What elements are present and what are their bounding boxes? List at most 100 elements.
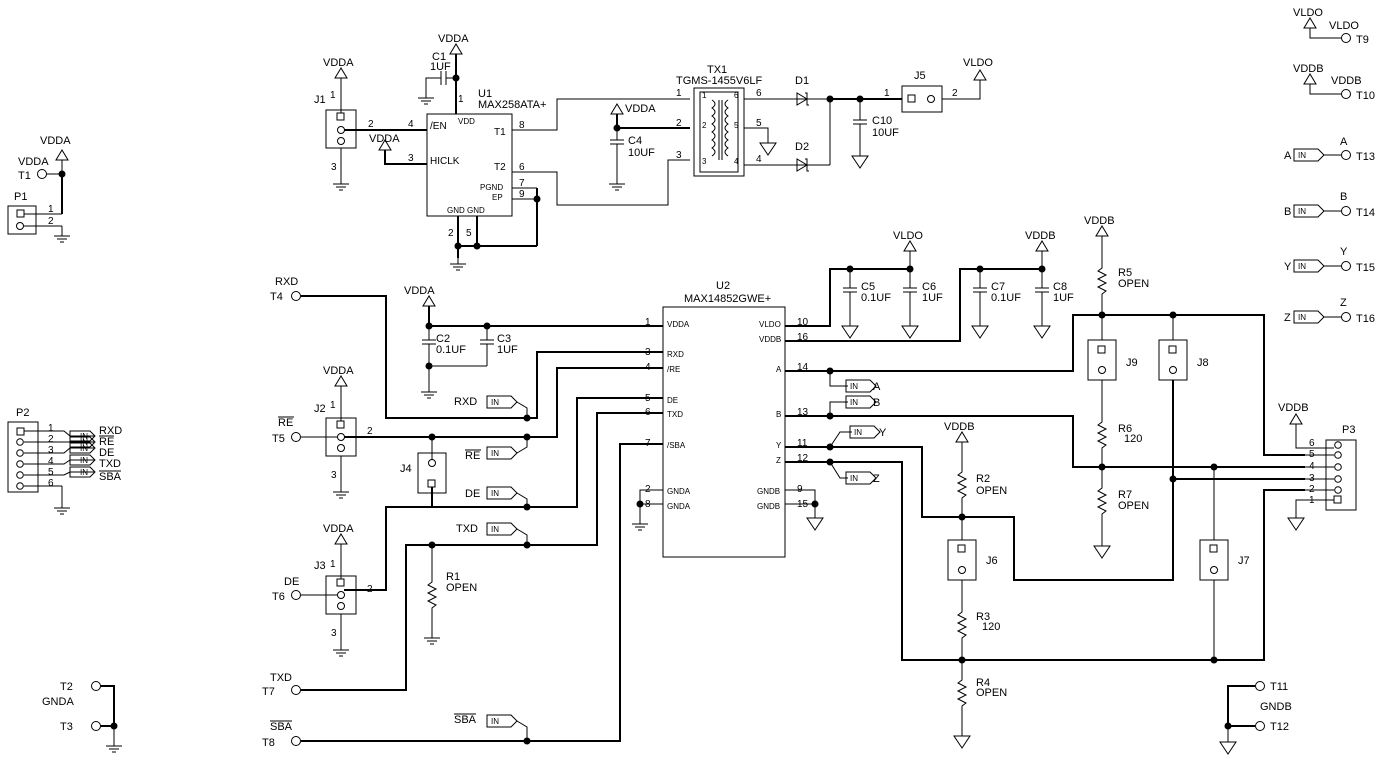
svg-text:PGND: PGND xyxy=(480,183,503,192)
svg-text:10: 10 xyxy=(797,317,809,328)
svg-text:IN: IN xyxy=(491,449,499,458)
svg-text:SBA: SBA xyxy=(270,721,293,733)
svg-text:10UF: 10UF xyxy=(872,127,899,139)
svg-text:/SBA: /SBA xyxy=(667,441,686,450)
svg-text:T5: T5 xyxy=(272,433,285,445)
svg-text:5: 5 xyxy=(756,118,762,129)
svg-text:P2: P2 xyxy=(16,407,29,419)
svg-text:10UF: 10UF xyxy=(628,147,655,159)
svg-text:Z: Z xyxy=(1340,297,1347,309)
svg-text:IN: IN xyxy=(491,398,499,407)
svg-text:0.1UF: 0.1UF xyxy=(436,344,466,356)
svg-text:J9: J9 xyxy=(1126,357,1138,369)
svg-text:T16: T16 xyxy=(1356,313,1375,325)
svg-text:/EN: /EN xyxy=(430,121,447,132)
jumper-j1: J1 1 2 3 xyxy=(314,90,374,173)
svg-text:U2: U2 xyxy=(716,280,730,292)
svg-text:4: 4 xyxy=(408,119,414,130)
svg-text:IN: IN xyxy=(1298,262,1306,271)
svg-text:2: 2 xyxy=(48,216,54,227)
svg-text:MAX14852GWE+: MAX14852GWE+ xyxy=(684,293,771,305)
svg-text:B: B xyxy=(1284,206,1291,218)
svg-text:1: 1 xyxy=(330,90,336,101)
svg-text:IN: IN xyxy=(850,398,858,407)
svg-text:C10: C10 xyxy=(872,115,892,127)
svg-text:R7: R7 xyxy=(1118,489,1132,501)
svg-text:VLDO: VLDO xyxy=(1329,20,1359,32)
svg-text:5: 5 xyxy=(48,467,54,478)
svg-text:VDDA: VDDA xyxy=(667,320,690,329)
svg-text:IN: IN xyxy=(80,444,88,453)
svg-text:B: B xyxy=(776,410,781,419)
svg-text:3: 3 xyxy=(331,628,337,639)
svg-text:6: 6 xyxy=(519,162,525,173)
svg-text:GNDA: GNDA xyxy=(667,487,691,496)
svg-text:0.1UF: 0.1UF xyxy=(861,292,891,304)
svg-text:R2: R2 xyxy=(976,473,990,485)
svg-text:DE: DE xyxy=(99,447,114,459)
svg-text:IN: IN xyxy=(1298,151,1306,160)
svg-text:IN: IN xyxy=(80,438,88,447)
svg-text:C8: C8 xyxy=(1053,281,1067,293)
svg-text:Z: Z xyxy=(1284,312,1291,324)
svg-text:U1: U1 xyxy=(478,88,492,100)
svg-text:TGMS-1455V6LF: TGMS-1455V6LF xyxy=(676,75,762,87)
svg-text:Z: Z xyxy=(873,473,880,485)
svg-text:A: A xyxy=(873,381,881,393)
svg-text:IN: IN xyxy=(491,717,499,726)
svg-text:IN: IN xyxy=(850,474,858,483)
jumper-j4: J4 xyxy=(400,452,447,494)
svg-text:2: 2 xyxy=(676,118,682,129)
diode-d2 xyxy=(796,158,809,172)
svg-text:1: 1 xyxy=(702,91,707,100)
svg-text:SBA: SBA xyxy=(99,471,122,483)
svg-text:J4: J4 xyxy=(400,463,412,475)
svg-text:T13: T13 xyxy=(1356,151,1375,163)
svg-text:1: 1 xyxy=(330,559,336,570)
svg-text:4: 4 xyxy=(756,154,762,165)
svg-text:3: 3 xyxy=(48,445,54,456)
svg-text:VDDB: VDDB xyxy=(1025,230,1056,242)
testpoint-t16: Z IN Z T16 xyxy=(1284,297,1375,325)
svg-text:VDDA: VDDA xyxy=(625,103,656,115)
svg-text:8: 8 xyxy=(519,120,525,131)
svg-text:VLDO: VLDO xyxy=(963,57,993,69)
svg-text:C1: C1 xyxy=(432,51,446,63)
svg-text:VDDB: VDDB xyxy=(1293,63,1324,75)
svg-text:120: 120 xyxy=(982,621,1000,633)
jumper-j3: J3 1 2 3 xyxy=(314,559,373,639)
svg-text:T15: T15 xyxy=(1356,262,1375,274)
svg-text:IN: IN xyxy=(1298,313,1306,322)
svg-text:1: 1 xyxy=(458,94,464,105)
svg-text:6: 6 xyxy=(1309,438,1315,449)
svg-text:J7: J7 xyxy=(1238,555,1250,567)
svg-text:1UF: 1UF xyxy=(1053,292,1074,304)
svg-text:MAX258ATA+: MAX258ATA+ xyxy=(478,99,546,111)
svg-text:2: 2 xyxy=(367,426,373,437)
svg-text:DE: DE xyxy=(667,396,678,405)
svg-text:D2: D2 xyxy=(795,141,809,153)
svg-text:1: 1 xyxy=(676,88,682,99)
svg-text:IN: IN xyxy=(80,468,88,477)
svg-text:1: 1 xyxy=(48,204,54,215)
svg-text:C4: C4 xyxy=(628,135,642,147)
svg-text:R1: R1 xyxy=(446,571,460,583)
svg-text:OPEN: OPEN xyxy=(1118,278,1149,290)
svg-text:RXD: RXD xyxy=(454,396,477,408)
svg-text:DE: DE xyxy=(284,576,299,588)
svg-text:6: 6 xyxy=(756,88,762,99)
svg-text:T6: T6 xyxy=(272,591,285,603)
svg-text:/RE: /RE xyxy=(667,365,680,374)
testpoint-t13: A IN A T13 xyxy=(1284,136,1375,163)
svg-text:VDD: VDD xyxy=(458,117,475,126)
svg-text:T11: T11 xyxy=(1270,681,1288,693)
jumper-j5: J5 1 2 xyxy=(884,70,958,113)
svg-text:T9: T9 xyxy=(1356,34,1369,46)
ic-u1: U1 MAX258ATA+ /EN VDD HICLK T1 T2 PGND E… xyxy=(426,88,546,217)
p2-net-flags: IN IN IN IN IN RXD RE DE TXD SBA xyxy=(69,425,122,483)
svg-text:2: 2 xyxy=(367,584,373,595)
svg-text:T2: T2 xyxy=(60,681,73,693)
jumper-j9: J9 xyxy=(1087,339,1138,381)
ic-u2: U2 MAX14852GWE+ VDDA RXD /RE DE TXD /SBA… xyxy=(662,280,786,558)
svg-text:IN: IN xyxy=(850,382,858,391)
